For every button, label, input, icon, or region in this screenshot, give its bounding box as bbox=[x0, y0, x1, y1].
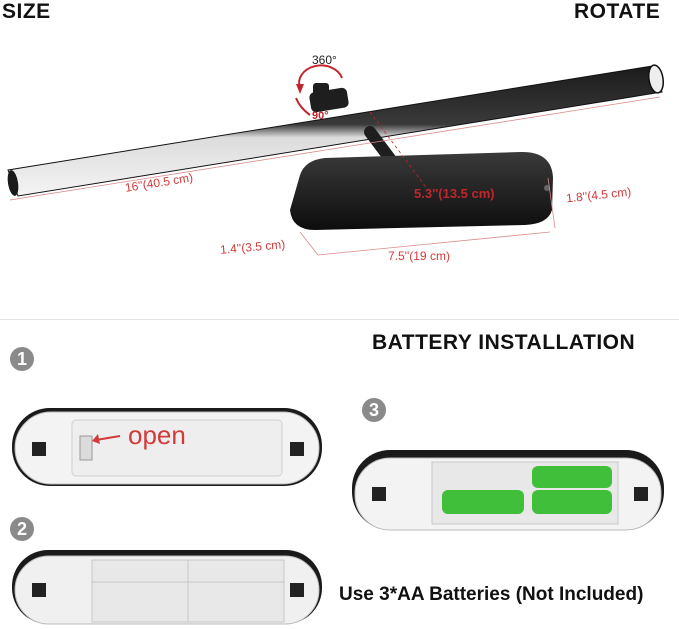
battery-2-icon bbox=[442, 490, 524, 514]
base-width-label: 7.5''(19 cm) bbox=[388, 249, 450, 263]
step-2-badge: 2 bbox=[10, 517, 34, 541]
section-divider bbox=[0, 319, 679, 320]
step-1-badge: 1 bbox=[10, 347, 34, 371]
step-3-batteries-installed-base bbox=[352, 450, 664, 531]
step-1-closed-base bbox=[12, 408, 322, 486]
rotation-90-label: 90° bbox=[312, 110, 329, 122]
open-label: open bbox=[128, 420, 186, 450]
dimension-lines bbox=[9, 96, 661, 256]
battery-installation-title: BATTERY INSTALLATION bbox=[372, 331, 636, 354]
rotation-360-label: 360° bbox=[312, 53, 337, 67]
lamp-joint bbox=[309, 83, 349, 113]
lamp-dimension-diagram bbox=[7, 64, 665, 256]
battery-3-icon bbox=[532, 490, 612, 514]
rotation-90-arrow-icon bbox=[295, 97, 311, 116]
lamp-bar bbox=[7, 64, 665, 197]
rotate-title: ROTATE bbox=[574, 0, 661, 23]
rotation-360-arrow-icon bbox=[296, 64, 343, 94]
battery-note: Use 3*AA Batteries (Not Included) bbox=[339, 584, 644, 605]
size-title: SIZE bbox=[2, 0, 51, 23]
lamp-base bbox=[290, 151, 553, 230]
step-2-open-empty-base bbox=[12, 550, 322, 625]
cover-tab-icon bbox=[79, 435, 93, 461]
arm-length-label: 5.3''(13.5 cm) bbox=[414, 186, 495, 201]
battery-1-icon bbox=[532, 466, 612, 488]
step-3-badge: 3 bbox=[362, 398, 386, 422]
